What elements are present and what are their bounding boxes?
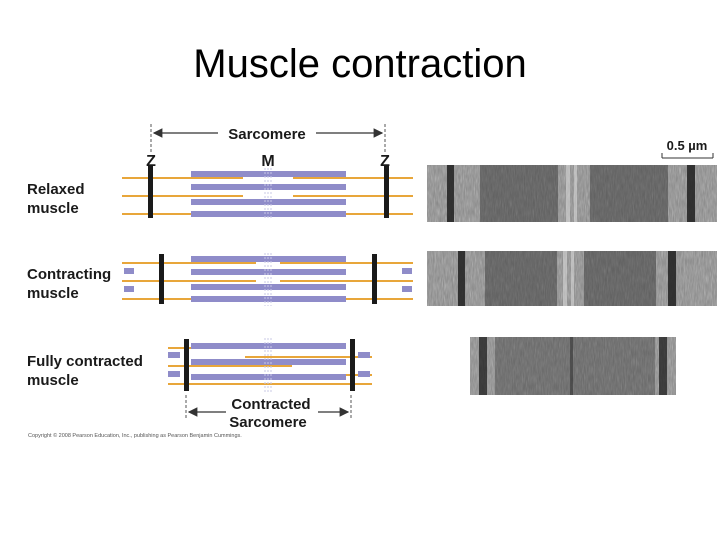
thick-filament [191,269,346,275]
thick-filament-stub [124,268,134,274]
sarcomere-fully-contracted [168,338,372,392]
row-fully-contracted-label-1: Fully contracted [27,353,143,370]
sarcomere-relaxed [122,166,413,220]
micrograph-contracting [427,251,717,306]
row-contracting-label-1: Contracting [27,266,111,283]
copyright-text: Copyright © 2008 Pearson Education, Inc.… [28,432,242,439]
z-line-left-label: Z [146,153,156,170]
contracted-sarcomere-label-1: Contracted [231,396,310,413]
row-contracting-label-2: muscle [27,285,79,302]
z-disc [384,166,389,218]
sarcomere-label: Sarcomere [228,126,306,143]
thick-filament-stub [124,286,134,292]
z-disc [184,339,189,391]
thick-filament-stub [358,352,370,358]
contracted-sarcomere-label-2: Sarcomere [229,414,307,431]
z-disc [148,166,153,218]
z-disc [350,339,355,391]
thick-filament-stub [168,371,180,377]
m-line [264,338,272,392]
row-relaxed-label-2: muscle [27,200,79,217]
m-line [264,168,272,220]
thick-filament-stub [402,268,412,274]
thick-filament [191,374,346,380]
z-line-right-label: Z [380,153,390,170]
thick-filament-stub [402,286,412,292]
row-fully-contracted-label-2: muscle [27,372,79,389]
scale-bar-label: 0.5 µm [667,138,708,153]
sarcomere-contracting [122,253,413,306]
scale-bar [661,153,714,159]
z-disc [372,254,377,304]
micrograph-relaxed [427,165,717,222]
row-relaxed-label-1: Relaxed [27,181,85,198]
slide-title: Muscle contraction [193,42,527,86]
m-line-label: M [261,153,274,170]
micrograph-fully-contracted [470,337,676,395]
z-disc [159,254,164,304]
thick-filament-stub [358,371,370,377]
thick-filament [191,184,346,190]
m-line [264,253,272,306]
thick-filament-stub [168,352,180,358]
